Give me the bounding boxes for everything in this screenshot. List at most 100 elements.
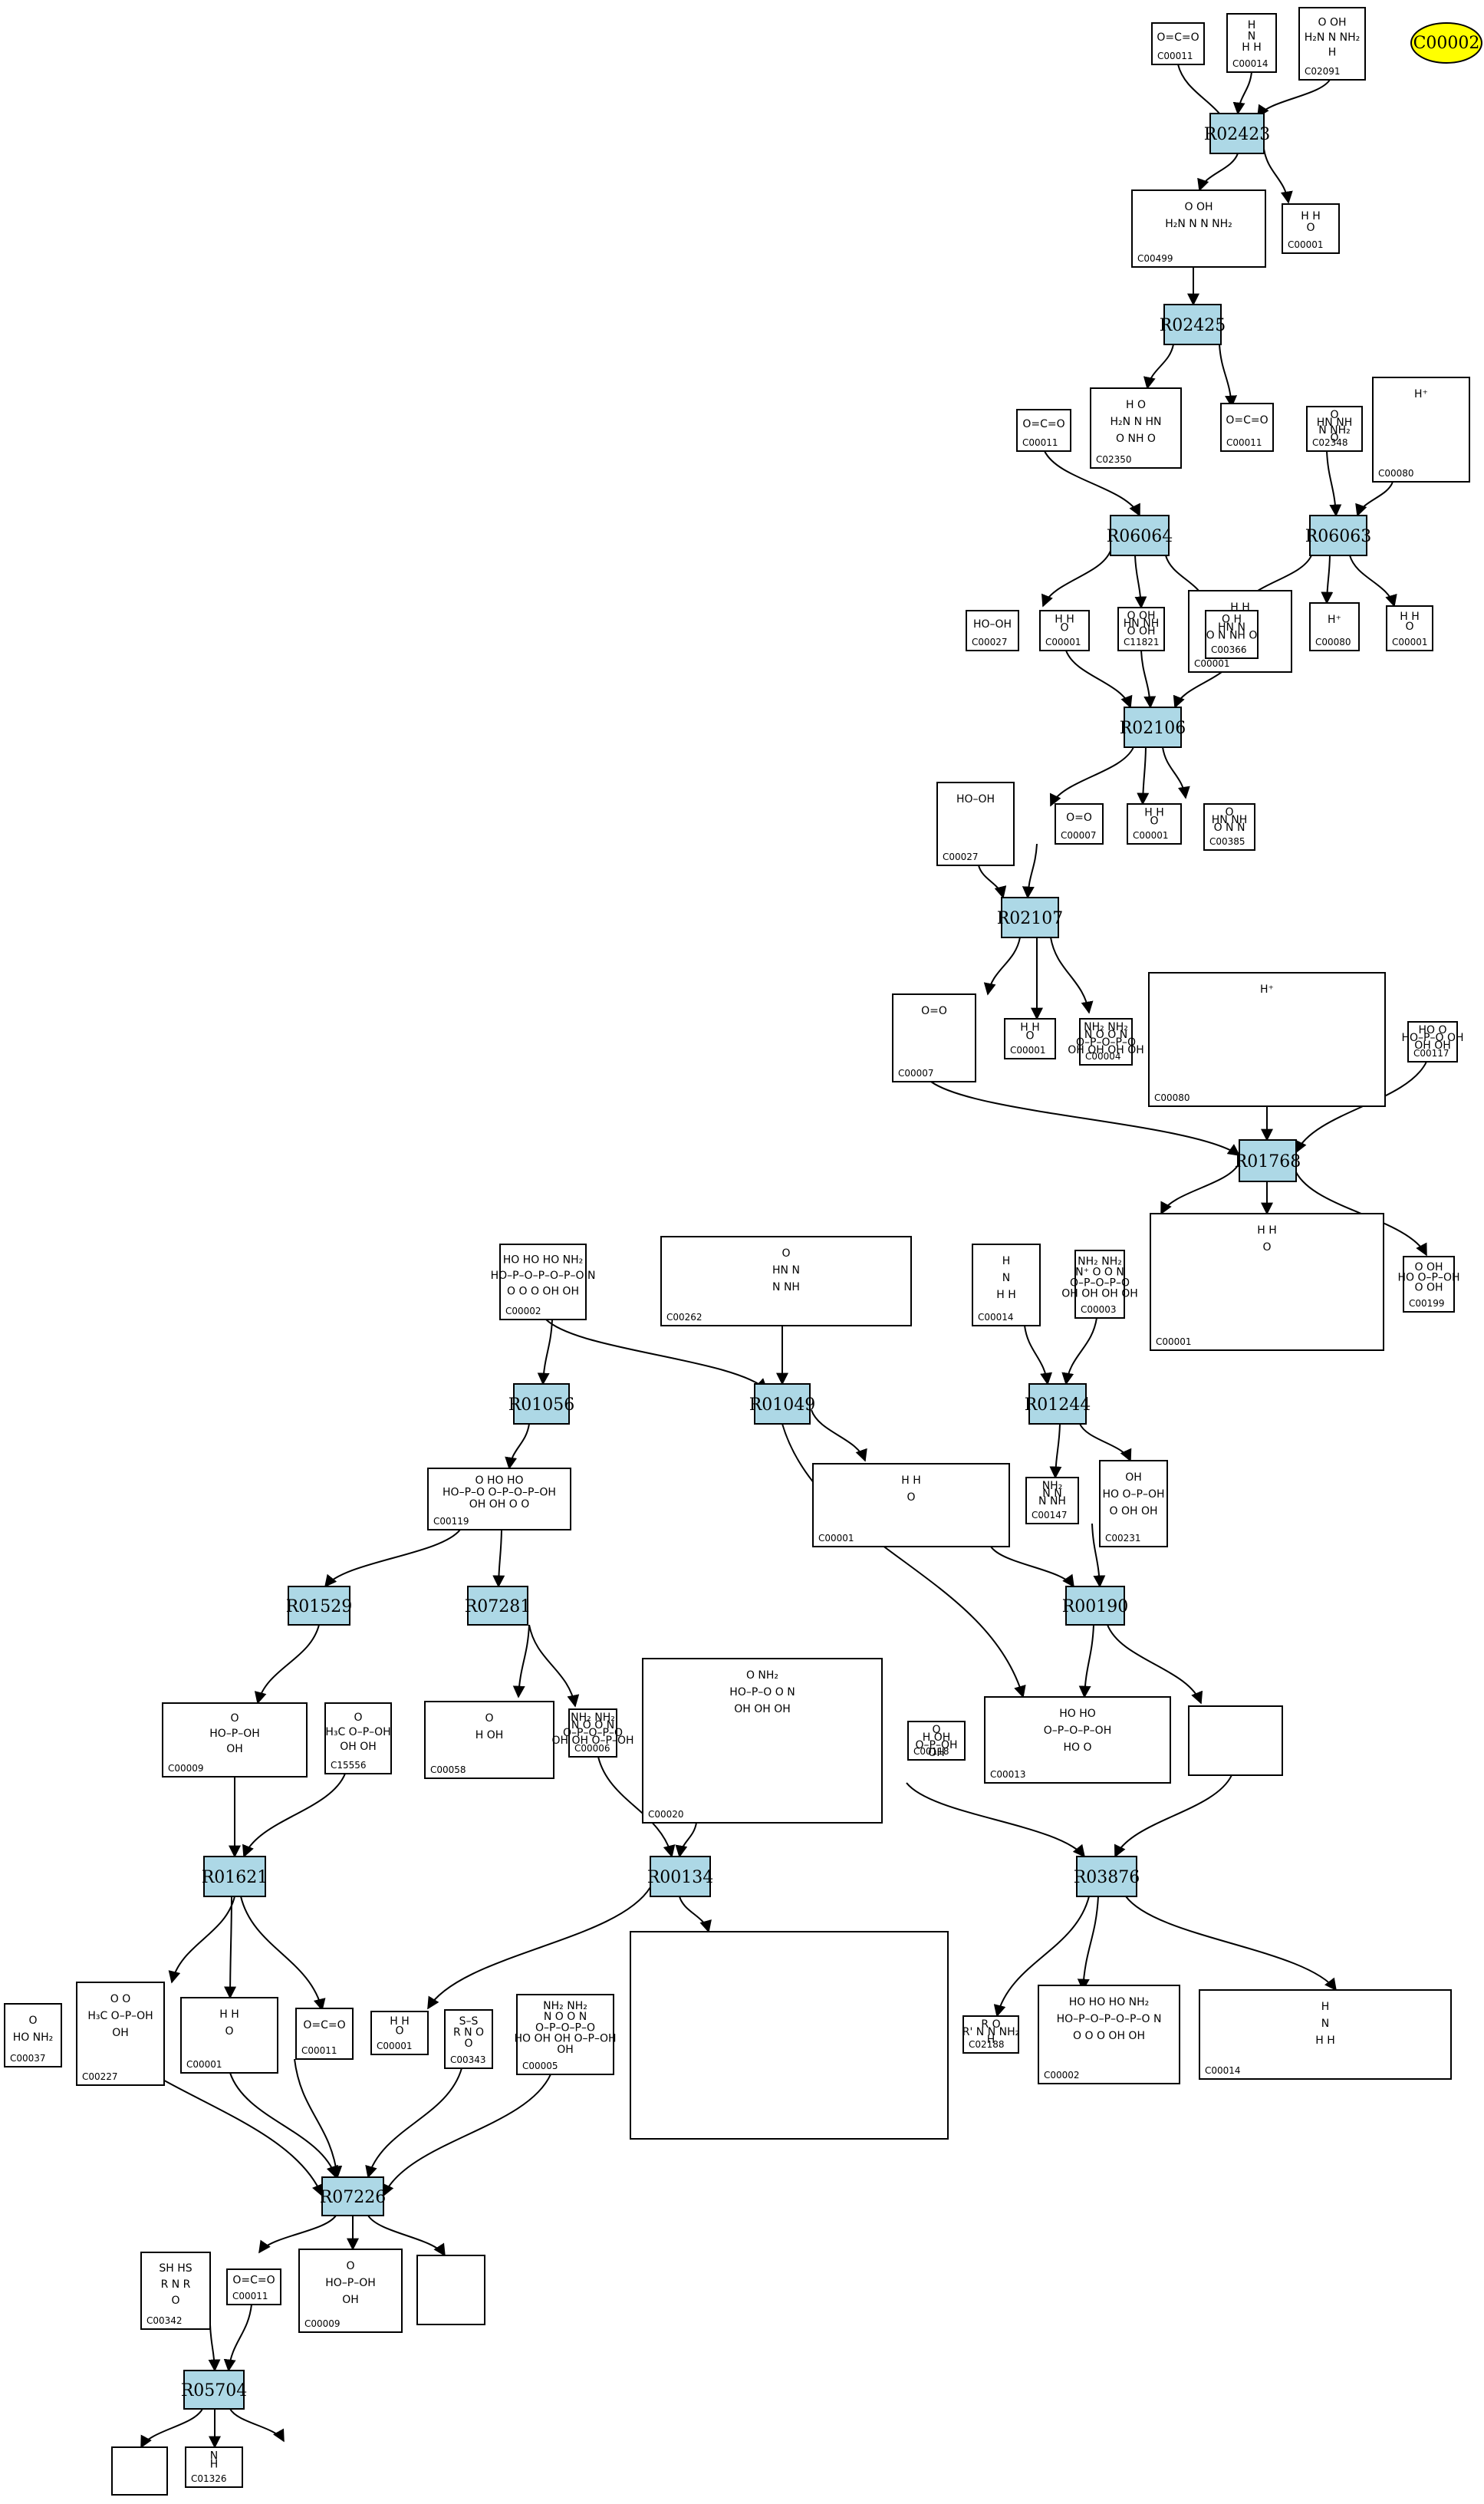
compound-node[interactable] xyxy=(1188,1705,1283,1776)
reaction-node[interactable]: R01768 xyxy=(1235,1139,1301,1182)
reaction-edge xyxy=(1125,1896,1337,1992)
reaction-node[interactable]: R00190 xyxy=(1062,1586,1129,1626)
reaction-node[interactable]: R02107 xyxy=(997,897,1064,938)
compound-node[interactable] xyxy=(630,1931,949,2140)
reaction-node[interactable]: R06063 xyxy=(1305,515,1372,556)
compound-node[interactable] xyxy=(416,2255,485,2325)
reaction-node[interactable]: R01049 xyxy=(749,1383,816,1425)
compound-box xyxy=(962,2015,1019,2054)
structure-text: O xyxy=(932,1724,940,1736)
reaction-node[interactable]: R06064 xyxy=(1107,515,1173,556)
compound-node[interactable]: H⁺C00080 xyxy=(1148,972,1386,1107)
compound-label: C00011 xyxy=(301,2045,337,2056)
reaction-edge xyxy=(1232,71,1252,115)
structure-text: OH xyxy=(1125,1471,1142,1484)
structure-text: O=C=O xyxy=(1226,414,1268,427)
structure-text: HO–P–O–P–O–P–O N xyxy=(491,1270,596,1282)
reaction-node[interactable]: R01244 xyxy=(1025,1383,1091,1425)
compound-box xyxy=(185,2446,243,2488)
reaction-node[interactable]: R03876 xyxy=(1074,1856,1140,1897)
reaction-node[interactable]: R02423 xyxy=(1204,113,1271,154)
structure-text: HO O xyxy=(1418,1024,1446,1036)
structure-text: H₃C O–P–OH xyxy=(87,2010,153,2022)
reaction-edge xyxy=(1107,1624,1203,1705)
compound-node[interactable] xyxy=(111,2446,168,2496)
structure-text: NH₂ NH₂ xyxy=(571,1712,615,1724)
reaction-node[interactable]: R07281 xyxy=(465,1586,531,1626)
highlight-compound[interactable]: C00002 xyxy=(1410,22,1482,64)
compound-node[interactable]: H⁺C00080 xyxy=(1372,377,1470,483)
structure-text: O xyxy=(171,2295,179,2307)
reaction-node[interactable]: R01621 xyxy=(202,1856,268,1897)
reaction-label: R02107 xyxy=(997,909,1064,928)
reaction-node[interactable]: R07226 xyxy=(320,2176,387,2216)
reaction-node[interactable]: R01529 xyxy=(286,1586,353,1626)
compound-label: C00001 xyxy=(186,2059,222,2070)
reaction-node[interactable]: R05704 xyxy=(181,2370,248,2410)
structure-text: O OH xyxy=(1414,1282,1443,1294)
compound-node[interactable]: H⁺C00080 xyxy=(1309,602,1360,651)
reaction-node[interactable]: R00134 xyxy=(647,1856,714,1897)
reaction-node[interactable]: R02106 xyxy=(1120,707,1186,748)
compound-box xyxy=(226,2268,281,2305)
compound-label: C00011 xyxy=(232,2291,268,2301)
reaction-node[interactable]: R02425 xyxy=(1160,304,1226,345)
reaction-node[interactable]: R01056 xyxy=(508,1383,575,1425)
structure-text: OH OH OH OH xyxy=(1061,1287,1138,1300)
reaction-edge xyxy=(675,1822,697,1858)
